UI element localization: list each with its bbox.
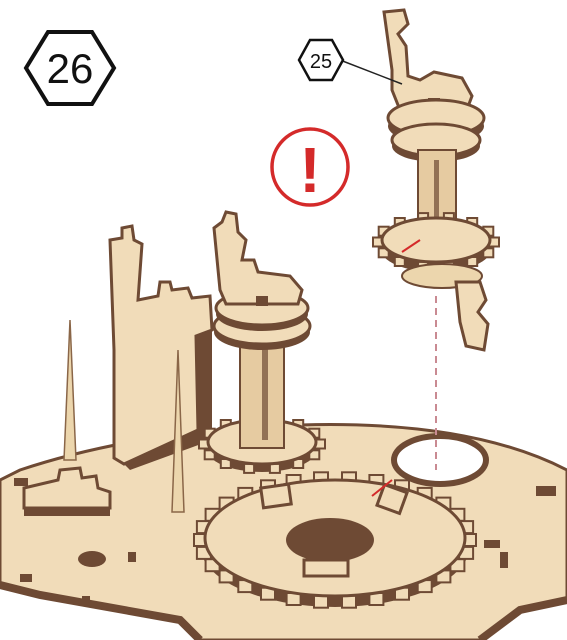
installed-tower	[199, 212, 325, 473]
part-number: 25	[310, 51, 332, 73]
warning-callout: !	[272, 129, 348, 206]
step-number: 26	[47, 45, 94, 92]
step-badge: 26	[26, 32, 114, 104]
gear-tooth	[314, 596, 328, 608]
gear-tooth	[270, 464, 280, 473]
vertical-panel	[110, 226, 212, 470]
warning-symbol: !	[299, 134, 320, 206]
part-callout: 25	[299, 40, 402, 84]
rod-left	[64, 320, 76, 460]
gear-tooth	[342, 596, 356, 608]
gear-tooth	[244, 464, 254, 473]
